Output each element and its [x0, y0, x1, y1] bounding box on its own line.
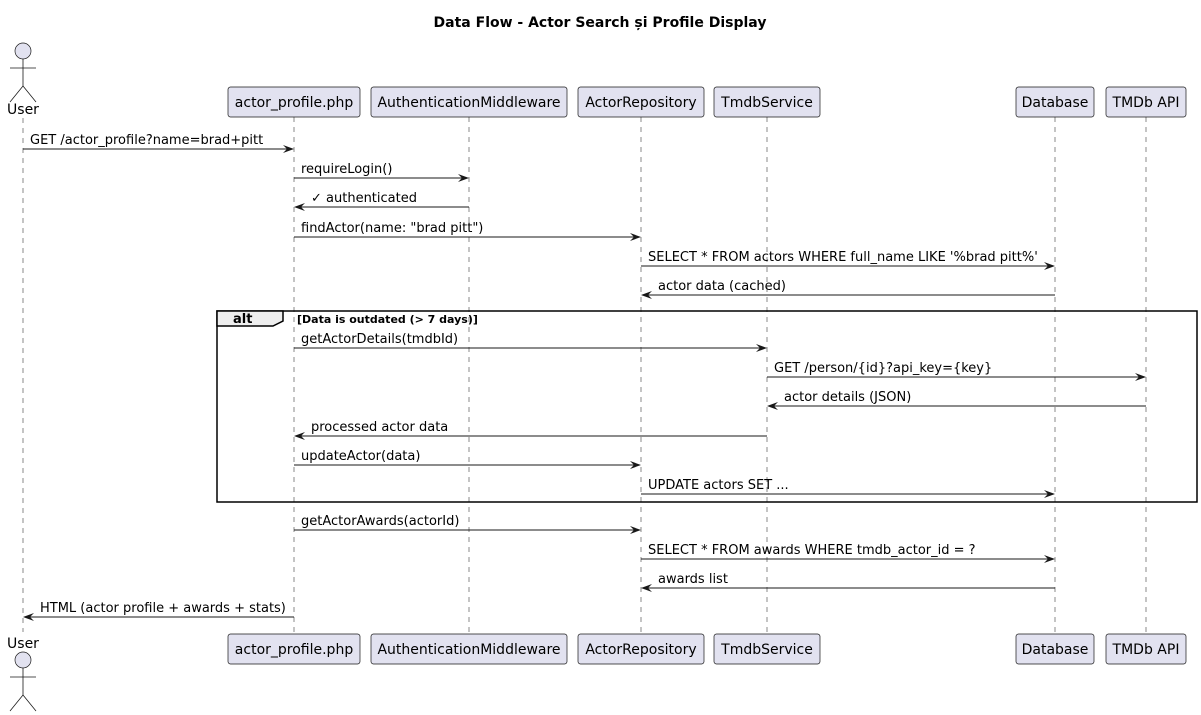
- message-7: GET /person/{id}?api_key={key}: [767, 361, 1146, 381]
- message-15: HTML (actor profile + awards + stats): [23, 601, 294, 621]
- arrow-head-icon: [756, 344, 767, 352]
- message-12: getActorAwards(actorId): [294, 514, 641, 534]
- fragments: alt [Data is outdated (> 7 days)]: [216, 310, 1198, 503]
- arrow-head-icon: [630, 233, 641, 241]
- participant-label-actor-profile-php-top: actor_profile.php: [235, 95, 354, 111]
- fragment-tab: [216, 310, 284, 327]
- arrow-head-icon: [630, 526, 641, 534]
- arrow-head-icon: [641, 291, 652, 299]
- message-2: ✓ authenticated: [294, 191, 469, 211]
- participant-box-database-top: [1015, 86, 1095, 118]
- participant-label-database-top: Database: [1022, 95, 1089, 111]
- message-label: UPDATE actors SET ...: [648, 478, 789, 493]
- diagram-title: Data Flow - Actor Search și Profile Disp…: [434, 15, 767, 31]
- participant-box-actor-profile-php-top: [227, 86, 361, 118]
- message-label: actor details (JSON): [784, 390, 911, 405]
- arrow-head-icon: [630, 461, 641, 469]
- arrow-head-icon: [283, 145, 294, 153]
- message-4: SELECT * FROM actors WHERE full_name LIK…: [641, 250, 1055, 270]
- message-1: requireLogin(): [294, 162, 469, 182]
- message-9: processed actor data: [294, 420, 767, 440]
- participant-box-authenticationmiddleware-bottom: [370, 633, 568, 665]
- participant-box-actorrepository-top: [577, 86, 705, 118]
- participant-label-tmdb-api-top: TMDb API: [1112, 95, 1180, 111]
- fragment-keyword: alt: [233, 312, 252, 327]
- arrow-head-icon: [458, 174, 469, 182]
- arrow-head-icon: [641, 584, 652, 592]
- participant-label-actorrepository-top: ActorRepository: [585, 95, 696, 111]
- arrow-head-icon: [294, 432, 305, 440]
- fragment-condition: [Data is outdated (> 7 days)]: [297, 313, 478, 326]
- participant-label-user-top: User: [7, 102, 39, 118]
- message-label: GET /person/{id}?api_key={key}: [774, 361, 992, 376]
- message-label: requireLogin(): [301, 162, 392, 177]
- arrow-head-icon: [23, 613, 34, 621]
- participant-label-tmdbservice-bottom: TmdbService: [720, 642, 813, 658]
- fragment-alt: alt [Data is outdated (> 7 days)]: [216, 310, 1198, 503]
- message-13: SELECT * FROM awards WHERE tmdb_actor_id…: [641, 543, 1055, 563]
- message-label: getActorAwards(actorId): [301, 514, 459, 529]
- participant-label-authenticationmiddleware-bottom: AuthenticationMiddleware: [377, 642, 560, 658]
- participant-box-tmdbservice-bottom: [713, 633, 821, 665]
- participant-box-actor-profile-php-bottom: [227, 633, 361, 665]
- message-label: updateActor(data): [301, 449, 420, 464]
- message-label: HTML (actor profile + awards + stats): [40, 601, 286, 616]
- participant-label-tmdb-api-bottom: TMDb API: [1112, 642, 1180, 658]
- participant-box-actorrepository-bottom: [577, 633, 705, 665]
- actor-figure-bottom: [9, 651, 37, 712]
- arrow-head-icon: [294, 203, 305, 211]
- message-6: getActorDetails(tmdbId): [294, 332, 767, 352]
- participant-label-actor-profile-php-bottom: actor_profile.php: [235, 642, 354, 658]
- message-0: GET /actor_profile?name=brad+pitt: [23, 133, 294, 153]
- fragment-frame: [216, 310, 1198, 503]
- participant-box-authenticationmiddleware-top: [370, 86, 568, 118]
- participant-box-tmdbservice-top: [713, 86, 821, 118]
- lifelines: [22, 117, 1147, 634]
- participant-label-actorrepository-bottom: ActorRepository: [585, 642, 696, 658]
- message-label: awards list: [658, 572, 728, 587]
- message-label: getActorDetails(tmdbId): [301, 332, 458, 347]
- message-label: processed actor data: [311, 420, 448, 435]
- actor-figure-top: [9, 42, 37, 103]
- participant-label-database-bottom: Database: [1022, 642, 1089, 658]
- message-10: updateActor(data): [294, 449, 641, 469]
- message-label: ✓ authenticated: [311, 191, 417, 206]
- message-11: UPDATE actors SET ...: [641, 478, 1055, 498]
- arrow-head-icon: [1044, 555, 1055, 563]
- participant-box-tmdb-api-bottom: [1105, 633, 1187, 665]
- participants-top: User actor_profile.php AuthenticationMiddl…: [7, 42, 1187, 118]
- message-label: SELECT * FROM actors WHERE full_name LIK…: [648, 250, 1038, 265]
- participant-label-user-bottom: User: [7, 636, 39, 652]
- arrow-head-icon: [1135, 373, 1146, 381]
- message-label: actor data (cached): [658, 279, 786, 294]
- message-label: findActor(name: "brad pitt"): [301, 221, 483, 236]
- participants-bottom: User actor_profile.php AuthenticationMiddl…: [7, 633, 1187, 712]
- participant-label-tmdbservice-top: TmdbService: [720, 95, 813, 111]
- message-8: actor details (JSON): [767, 390, 1146, 410]
- message-14: awards list: [641, 572, 1055, 592]
- arrow-head-icon: [767, 402, 778, 410]
- participant-label-authenticationmiddleware-top: AuthenticationMiddleware: [377, 95, 560, 111]
- message-3: findActor(name: "brad pitt"): [294, 221, 641, 241]
- messages: GET /actor_profile?name=brad+pittrequire…: [23, 133, 1146, 621]
- message-label: SELECT * FROM awards WHERE tmdb_actor_id…: [648, 543, 976, 558]
- participant-box-tmdb-api-top: [1105, 86, 1187, 118]
- message-label: GET /actor_profile?name=brad+pitt: [30, 133, 263, 148]
- arrow-head-icon: [1044, 262, 1055, 270]
- participant-box-database-bottom: [1015, 633, 1095, 665]
- message-5: actor data (cached): [641, 279, 1055, 299]
- arrow-head-icon: [1044, 490, 1055, 498]
